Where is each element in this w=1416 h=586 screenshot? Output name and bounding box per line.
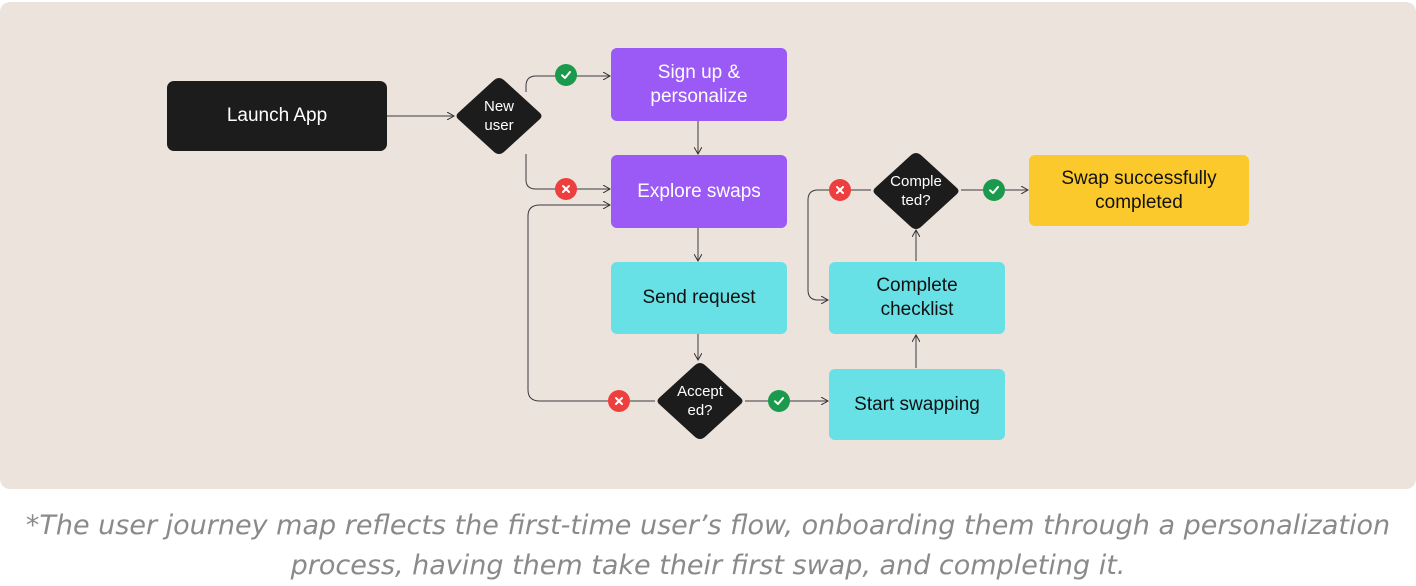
send-request-label: Send request: [642, 287, 756, 308]
complete-checklist-label: Complete checklist: [876, 275, 958, 320]
accepted-decision: Accept ed?: [655, 361, 745, 441]
edge-newuser-no-explore: [525, 154, 610, 189]
sign-up-label: Sign up & personalize: [650, 61, 748, 107]
launch-app-label: Launch App: [226, 105, 328, 126]
check-circle-icon: [555, 64, 577, 86]
edge-completed-no-checklist: [807, 189, 871, 300]
complete-checklist-node: Complete checklist: [829, 262, 1005, 334]
edge-accepted-no-explore: [527, 205, 655, 402]
completed-label: Comple ted?: [890, 173, 942, 209]
check-circle-icon: [768, 390, 790, 412]
explore-swaps-node: Explore swaps: [611, 155, 787, 228]
swap-completed-node: Swap successfully completed: [1029, 155, 1249, 226]
x-circle-icon: [829, 179, 851, 201]
sign-up-node: Sign up & personalize: [611, 48, 787, 121]
check-circle-icon: [983, 179, 1005, 201]
explore-swaps-label: Explore swaps: [637, 180, 761, 202]
x-circle-icon: [608, 390, 630, 412]
diagram-caption: *The user journey map reflects the first…: [25, 510, 1391, 581]
edge-newuser-yes-signup: [525, 76, 610, 92]
x-circle-icon: [555, 178, 577, 200]
launch-app-node: Launch App: [167, 81, 387, 151]
completed-decision: Comple ted?: [871, 151, 961, 231]
new-user-label: New user: [483, 98, 514, 134]
swap-completed-label: Swap successfully completed: [1061, 167, 1217, 213]
start-swapping-node: Start swapping: [829, 369, 1005, 440]
accepted-label: Accept ed?: [677, 383, 723, 419]
send-request-node: Send request: [611, 262, 787, 334]
new-user-decision: New user: [454, 76, 544, 156]
start-swapping-label: Start swapping: [854, 393, 980, 415]
